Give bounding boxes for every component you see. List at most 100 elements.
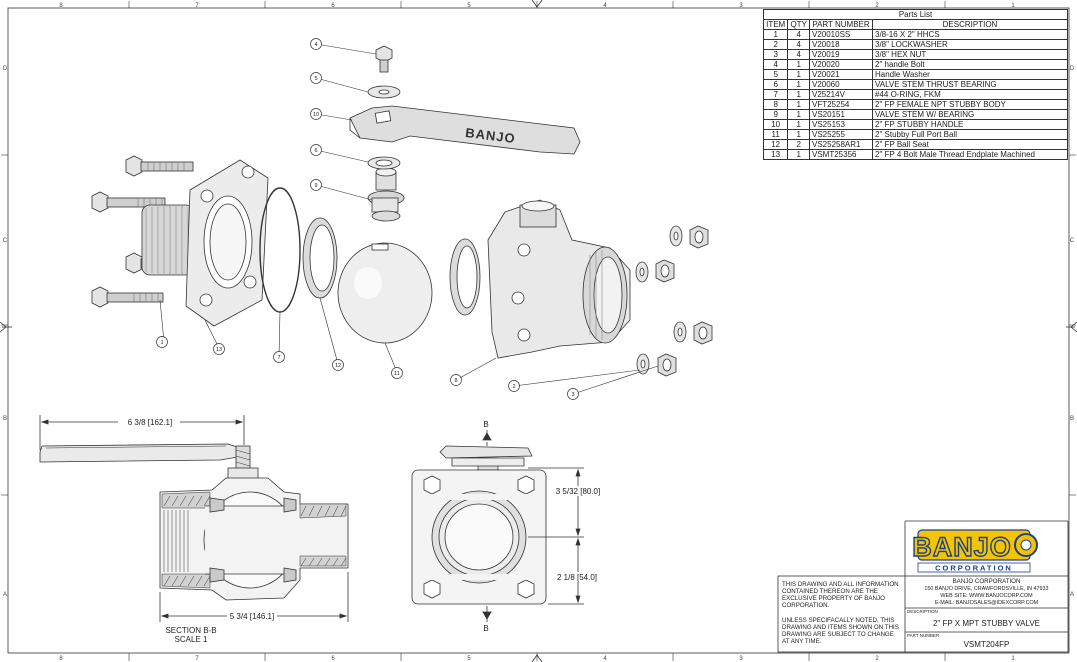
- qty-cell: 1: [787, 99, 810, 110]
- balloon-label: 3: [571, 392, 574, 398]
- zone-col-label: 1: [1011, 656, 1015, 662]
- item-cell: 2: [762, 39, 789, 50]
- balloon-label: 12: [335, 363, 341, 369]
- item-cell: 4: [762, 59, 789, 70]
- section-view: [39, 415, 349, 622]
- balloon-label: 10: [313, 112, 319, 118]
- item-cell: 13: [762, 149, 789, 160]
- zone-col-label: 8: [59, 3, 63, 9]
- qty-cell: 4: [787, 49, 810, 60]
- part-number-cell: VSMT25356: [809, 149, 873, 160]
- item-cell: 12: [762, 139, 789, 150]
- item-balloon: [213, 343, 225, 355]
- part-number-cell: V20018: [809, 39, 873, 50]
- item-balloon: [310, 179, 322, 191]
- ownership-notice: THIS DRAWING AND ALL INFORMATION CONTAIN…: [782, 581, 899, 609]
- parts-list-table: Parts List ITEM QTY PART NUMBER DESCRIPT…: [762, 9, 1068, 160]
- part-number-cell: V20019: [809, 49, 873, 60]
- balloon-label: 2: [512, 384, 515, 390]
- item-balloon: [310, 72, 322, 84]
- hex-bolt: [91, 191, 166, 213]
- zone-col-label: 4: [603, 3, 607, 9]
- end-dim-height: 3 5/32 [80.0]: [556, 487, 600, 496]
- zone-labels: 8 7 6 5 4 3 2 1 8 7 6 5 4 3 2 1 D C B A …: [3, 3, 1075, 662]
- balloon-label: 13: [216, 347, 222, 353]
- balloon-label: 9: [314, 183, 317, 189]
- description-cell: 3/8-16 X 2" HHCS: [872, 29, 1068, 40]
- exploded-view: BANJO: [91, 38, 713, 400]
- qty-cell: 4: [787, 29, 810, 40]
- hex-bolt: [125, 155, 194, 177]
- item-balloons: [156, 38, 579, 400]
- change-notice: UNLESS SPECIFACALLY NOTED, THIS DRAWING …: [782, 617, 899, 645]
- endplate: [141, 159, 269, 327]
- qty-cell: 1: [787, 59, 810, 70]
- item-balloon: [310, 144, 322, 156]
- banjo-logo: BANJO CORPORATION: [912, 529, 1038, 573]
- end-view: [411, 430, 584, 622]
- hex-bolt: [91, 286, 164, 308]
- hex-nut: [693, 321, 713, 345]
- qty-cell: 1: [787, 119, 810, 130]
- item-cell: 9: [762, 109, 789, 120]
- part-number-cell: VS25255: [809, 129, 873, 140]
- item-balloon: [391, 367, 403, 379]
- item-cell: 3: [762, 49, 789, 60]
- end-dim-center: 2 1/8 [54.0]: [557, 573, 597, 582]
- item-balloon: [450, 374, 462, 386]
- handle: BANJO: [349, 105, 581, 155]
- zone-col-label: 3: [739, 656, 743, 662]
- part-number-cell: VS20151: [809, 109, 873, 120]
- description-cell: 3/8" LOCKWASHER: [872, 39, 1068, 50]
- item-cell: 5: [762, 69, 789, 80]
- zone-col-label: 2: [875, 3, 879, 9]
- item-balloon: [310, 38, 322, 50]
- drawing-part-number: VSMT204FP: [963, 640, 1010, 649]
- lockwasher: [669, 225, 683, 247]
- item-cell: 10: [762, 119, 789, 130]
- zone-row-label: C: [3, 238, 8, 244]
- description-cell: #44 O-RING, FKM: [872, 89, 1068, 100]
- qty-cell: 2: [787, 139, 810, 150]
- zone-row-label: D: [3, 66, 8, 72]
- qty-cell: 1: [787, 79, 810, 90]
- section-label: SECTION B-B: [165, 626, 216, 635]
- title-block-frame: [777, 520, 1069, 653]
- item-balloon: [156, 336, 168, 348]
- hex-nut: [689, 225, 709, 249]
- description-cell: 2" FP 4 Bolt Male Thread Endplate Machin…: [872, 149, 1068, 160]
- column-header: DESCRIPTION: [872, 19, 1068, 30]
- qty-cell: 1: [787, 149, 810, 160]
- valve-stem: [367, 167, 405, 222]
- lockwasher: [673, 321, 687, 343]
- qty-cell: 1: [787, 69, 810, 80]
- company-email: E-MAIL: BANJOSALES@IDEXCORP.COM: [934, 600, 1039, 606]
- part-number-cell: V25214V: [809, 89, 873, 100]
- outer-border: [7, 7, 1070, 654]
- parts-list-title: Parts List: [763, 9, 1068, 20]
- zone-col-label: 6: [331, 3, 335, 9]
- valve-body: [487, 199, 631, 359]
- description-label: DESCRIPTION: [907, 609, 938, 614]
- leader-lines: [159, 43, 659, 395]
- zone-row-label: B: [1070, 416, 1074, 422]
- section-dim-top: 6 3/8 [162.1]: [128, 418, 172, 427]
- qty-cell: 1: [787, 129, 810, 140]
- zone-row-label: B: [3, 416, 7, 422]
- ball-seat: [302, 217, 338, 299]
- lockwasher: [635, 261, 649, 283]
- column-header: QTY: [787, 19, 810, 30]
- zone-row-label: D: [1070, 66, 1075, 72]
- balloon-label: 4: [314, 42, 317, 48]
- description-cell: 2" handle Bolt: [872, 59, 1068, 70]
